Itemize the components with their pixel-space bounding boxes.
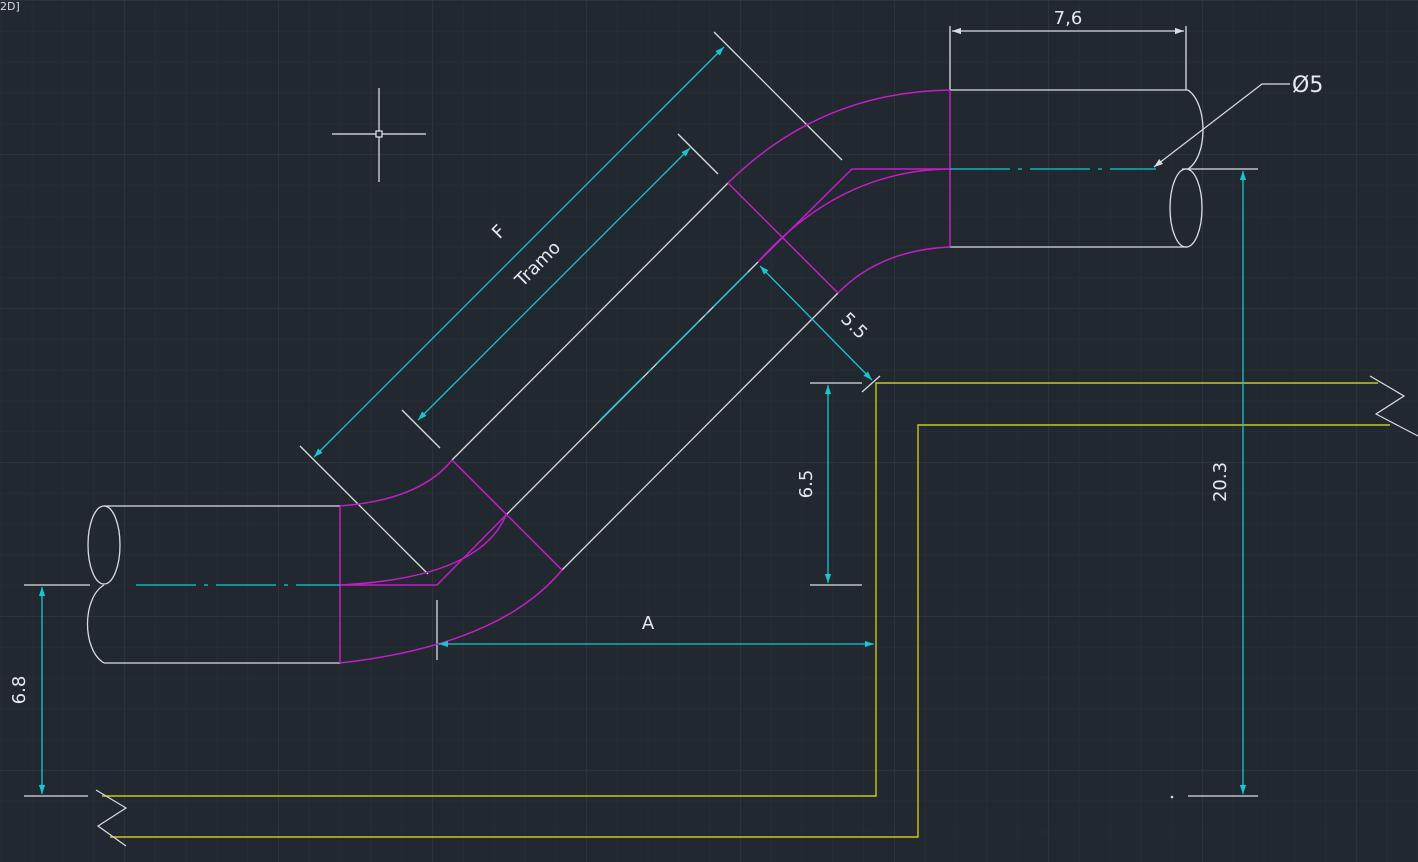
extension-line-55-end [861, 375, 881, 393]
upper-bend-outer-curve [727, 89, 951, 184]
extension-line-f-end [713, 31, 843, 161]
dimension-text-tramo[interactable]: Tramo [510, 237, 565, 292]
right-pipe-end-upper [1187, 89, 1204, 170]
dimension-lines [38, 46, 1247, 794]
dimension-line-f [313, 46, 725, 458]
pipe-bends [339, 89, 951, 664]
extension-line-tramo-start [401, 409, 441, 449]
dimension-text-diameter[interactable]: Ø5 [1292, 73, 1323, 98]
dimension-text-a[interactable]: A [642, 613, 655, 634]
viewport-view-label[interactable]: 2D] [0, 0, 20, 13]
upper-bend-inner-curve [757, 168, 951, 263]
lower-bend-bottom-curve [339, 569, 563, 664]
dimension-line-tramo [417, 147, 691, 421]
lower-bend-outer-curve [339, 459, 453, 507]
upper-bend-bottom-curve [837, 246, 951, 294]
wall-outline [102, 382, 1390, 838]
dimension-text-20-3[interactable]: 20.3 [1210, 462, 1231, 502]
lower-bend-center-chord [340, 514, 507, 586]
dimension-text-6-8[interactable]: 6.8 [9, 676, 30, 705]
pipe-outline [24, 26, 1258, 797]
diagonal-pipe-lower-wall [561, 292, 839, 571]
dimension-text-5-5[interactable]: 5.5 [836, 309, 871, 344]
left-pipe-end-lower [86, 584, 105, 664]
right-pipe-end-lower [1169, 168, 1203, 248]
break-symbol-left [95, 789, 128, 847]
centerlines [136, 168, 1156, 586]
wall-inner-line [110, 424, 1390, 838]
dimension-line-5-5 [759, 265, 873, 381]
diagonal-pipe-centerline [599, 271, 749, 421]
dimension-text-7-6[interactable]: 7,6 [1054, 8, 1083, 29]
dimension-text-f[interactable]: F [488, 221, 510, 243]
diameter-leader [1153, 83, 1290, 168]
upper-bend-center-chord [757, 168, 950, 263]
snap-point [1170, 795, 1174, 799]
crosshair-cursor [332, 88, 426, 182]
wall-outer-line [102, 382, 1378, 797]
break-symbols [95, 375, 1418, 847]
left-pipe-end-upper [87, 505, 121, 585]
extension-line-f-start [299, 445, 429, 575]
lower-bend-diag-seam [451, 459, 563, 571]
dimension-text-6-5[interactable]: 6.5 [796, 470, 817, 499]
break-symbol-right [1369, 375, 1418, 437]
white-dimensions [952, 27, 1290, 168]
lower-bend-inner-curve [339, 514, 507, 586]
